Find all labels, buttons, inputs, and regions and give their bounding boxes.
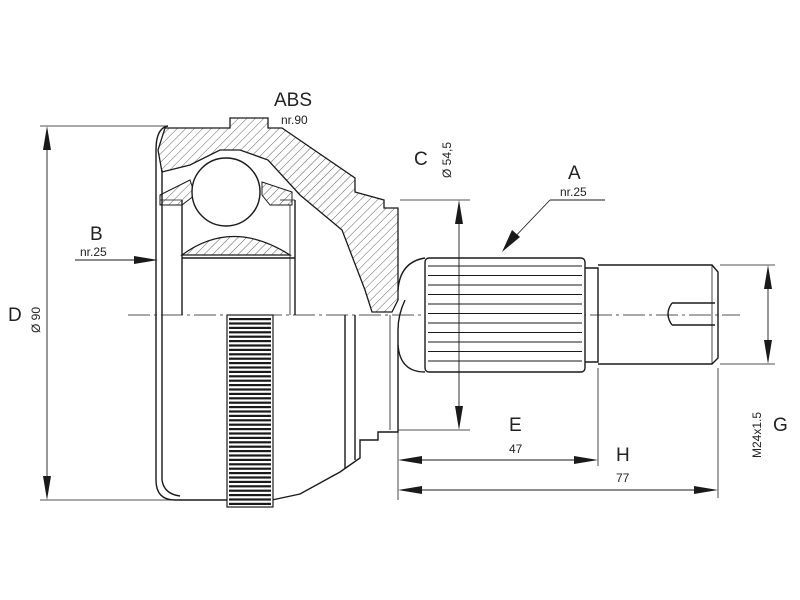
abs-tooth bbox=[229, 436, 271, 439]
abs-tooth bbox=[229, 498, 271, 501]
abs-tooth bbox=[229, 384, 271, 387]
label-g: G bbox=[773, 415, 788, 436]
abs-tooth bbox=[229, 388, 271, 391]
abs-tooth bbox=[229, 485, 271, 488]
dimensions bbox=[40, 117, 775, 501]
label-e-value: 47 bbox=[509, 442, 523, 456]
inner-race bbox=[180, 235, 293, 256]
abs-tooth bbox=[229, 467, 271, 470]
abs-tooth bbox=[229, 502, 271, 505]
cage-hatch-right bbox=[261, 181, 293, 206]
abs-tooth bbox=[229, 397, 271, 400]
label-h: H bbox=[616, 445, 630, 466]
abs-tooth bbox=[229, 344, 271, 347]
threaded-section bbox=[598, 264, 719, 365]
labels: ABS nr.90 A nr.25 B nr.25 C Ø 54,5 D Ø 9… bbox=[8, 90, 788, 485]
abs-tooth bbox=[229, 357, 271, 360]
abs-tooth bbox=[229, 392, 271, 395]
abs-tooth bbox=[229, 414, 271, 417]
ball bbox=[191, 157, 261, 227]
cage-hatch-left bbox=[159, 179, 196, 206]
abs-tooth bbox=[229, 375, 271, 378]
abs-tooth bbox=[229, 476, 271, 479]
abs-tooth bbox=[229, 428, 271, 431]
abs-tooth bbox=[229, 401, 271, 404]
abs-ring bbox=[226, 314, 274, 508]
housing-outer-rim bbox=[155, 125, 230, 501]
inner-components bbox=[159, 157, 293, 256]
stub-shaft bbox=[424, 257, 719, 373]
spline-section bbox=[424, 257, 586, 373]
label-h-value: 77 bbox=[616, 471, 630, 485]
abs-tooth bbox=[229, 472, 271, 475]
abs-tooth bbox=[229, 322, 271, 325]
abs-tooth bbox=[229, 445, 271, 448]
housing-lower-outline bbox=[271, 330, 399, 501]
abs-tooth bbox=[229, 423, 271, 426]
abs-tooth bbox=[229, 331, 271, 334]
abs-tooth bbox=[229, 370, 271, 373]
abs-tooth bbox=[229, 458, 271, 461]
abs-tooth bbox=[229, 326, 271, 329]
label-b: B bbox=[90, 224, 103, 245]
label-c-diameter: Ø 54,5 bbox=[440, 142, 454, 178]
abs-tooth bbox=[229, 410, 271, 413]
abs-tooth bbox=[229, 335, 271, 338]
label-abs: ABS bbox=[274, 90, 312, 111]
abs-tooth bbox=[229, 432, 271, 435]
abs-tooth bbox=[229, 463, 271, 466]
label-abs-teeth: nr.90 bbox=[281, 113, 308, 127]
label-d: D bbox=[8, 305, 22, 326]
abs-tooth bbox=[229, 494, 271, 497]
abs-tooth bbox=[229, 353, 271, 356]
abs-tooth bbox=[229, 441, 271, 444]
abs-tooth bbox=[229, 450, 271, 453]
abs-tooth bbox=[229, 348, 271, 351]
abs-tooth bbox=[229, 419, 271, 422]
abs-tooth bbox=[229, 489, 271, 492]
joint-housing bbox=[155, 117, 426, 501]
label-a-teeth: nr.25 bbox=[560, 185, 587, 199]
housing-upper-section bbox=[157, 117, 399, 313]
abs-tooth bbox=[229, 340, 271, 343]
label-c: C bbox=[414, 149, 428, 170]
abs-tooth bbox=[229, 318, 271, 321]
abs-tooth bbox=[229, 454, 271, 457]
label-a: A bbox=[568, 163, 581, 184]
abs-tooth bbox=[229, 362, 271, 365]
abs-tooth bbox=[229, 480, 271, 483]
label-e: E bbox=[509, 415, 522, 436]
label-g-thread: M24x1.5 bbox=[750, 412, 764, 458]
label-b-teeth: nr.25 bbox=[80, 245, 107, 259]
abs-tooth bbox=[229, 366, 271, 369]
cotter-pin-hole bbox=[667, 302, 715, 326]
label-d-diameter: Ø 90 bbox=[29, 307, 43, 333]
abs-tooth bbox=[229, 406, 271, 409]
abs-tooth bbox=[229, 379, 271, 382]
